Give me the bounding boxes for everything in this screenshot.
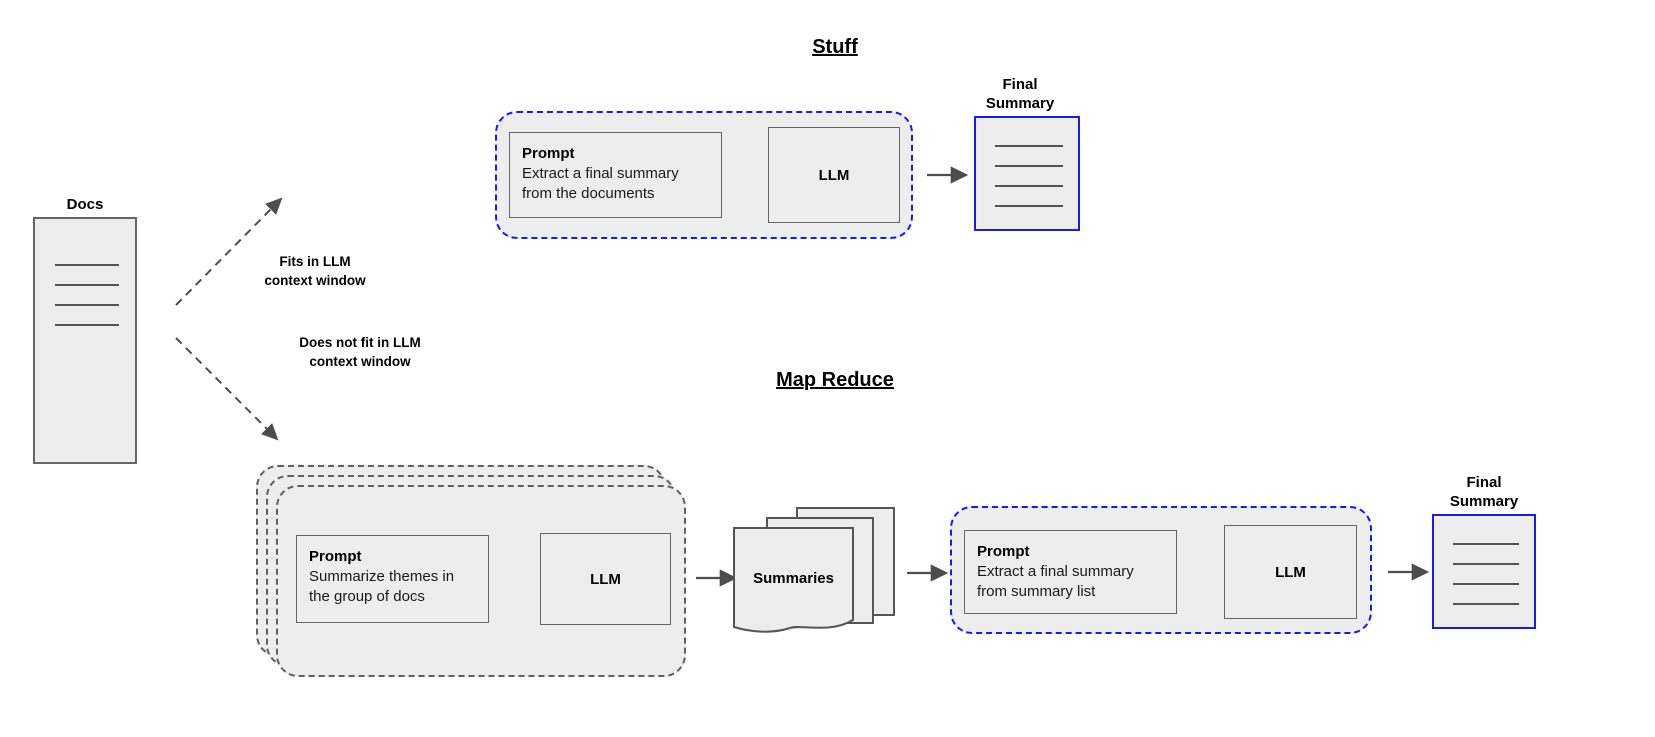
edge-label-fits-line2: context window	[264, 273, 366, 288]
reduce-llm-node: LLM	[1224, 525, 1357, 619]
stuff-summary-line-1	[995, 145, 1063, 147]
reduce-prompt-node: Prompt Extract a final summary from summ…	[964, 530, 1177, 614]
map-prompt-node: Prompt Summarize themes in the group of …	[296, 535, 489, 623]
docs-line-3	[55, 304, 119, 306]
map-prompt-title: Prompt	[309, 548, 362, 565]
reduce-prompt-text: Prompt Extract a final summary from summ…	[965, 531, 1176, 602]
reduce-summary-line-1	[1453, 543, 1519, 545]
stuff-final-summary-box	[974, 116, 1080, 231]
docs-box	[33, 217, 137, 464]
docs-line-2	[55, 284, 119, 286]
reduce-llm-label: LLM	[1275, 563, 1306, 581]
stuff-final-summary-label-line2: Summary	[985, 95, 1055, 112]
reduce-final-summary-label-line1: Final	[1466, 474, 1502, 491]
edge-label-fits: Fits in LLM context window	[200, 252, 430, 290]
stuff-prompt-line2: from the documents	[522, 185, 655, 202]
map-llm-label: LLM	[590, 570, 621, 588]
stuff-prompt-title: Prompt	[522, 145, 575, 162]
reduce-final-summary-label-line2: Summary	[1449, 493, 1519, 510]
reduce-final-summary-box	[1432, 514, 1536, 629]
summaries-label: Summaries	[753, 570, 834, 587]
edge-label-fits-line1: Fits in LLM	[279, 254, 351, 269]
stuff-prompt-line1: Extract a final summary	[522, 165, 679, 182]
stuff-section-title: Stuff	[812, 36, 858, 58]
stuff-llm-label: LLM	[818, 166, 850, 184]
edge-label-not-fits: Does not fit in LLM context window	[180, 333, 540, 371]
map-prompt-line1: Summarize themes in	[309, 568, 455, 585]
stuff-summary-line-3	[995, 185, 1063, 187]
reduce-summary-line-2	[1453, 563, 1519, 565]
map-reduce-section-title: Map Reduce	[776, 369, 894, 391]
edge-label-not-fits-line2: context window	[309, 354, 411, 369]
edge-label-not-fits-line1: Does not fit in LLM	[299, 335, 421, 350]
reduce-prompt-line2: from summary list	[977, 583, 1096, 600]
reduce-prompt-title: Prompt	[977, 543, 1030, 560]
map-prompt-text: Prompt Summarize themes in the group of …	[297, 536, 488, 607]
stuff-llm-node: LLM	[768, 127, 900, 223]
stuff-summary-line-4	[995, 205, 1063, 207]
map-prompt-line2: the group of docs	[309, 588, 425, 605]
stuff-prompt-node: Prompt Extract a final summary from the …	[509, 132, 722, 218]
stuff-prompt-text: Prompt Extract a final summary from the …	[510, 133, 721, 204]
stuff-final-summary-label-line1: Final	[1002, 76, 1038, 93]
docs-label: Docs	[66, 196, 104, 213]
stuff-final-summary-label: Final Summary	[960, 75, 1080, 113]
map-llm-node: LLM	[540, 533, 671, 625]
reduce-summary-line-3	[1453, 583, 1519, 585]
stuff-summary-line-2	[995, 165, 1063, 167]
reduce-prompt-line1: Extract a final summary	[977, 563, 1134, 580]
reduce-final-summary-label: Final Summary	[1424, 473, 1544, 511]
docs-line-4	[55, 324, 119, 326]
reduce-summary-line-4	[1453, 603, 1519, 605]
docs-line-1	[55, 264, 119, 266]
